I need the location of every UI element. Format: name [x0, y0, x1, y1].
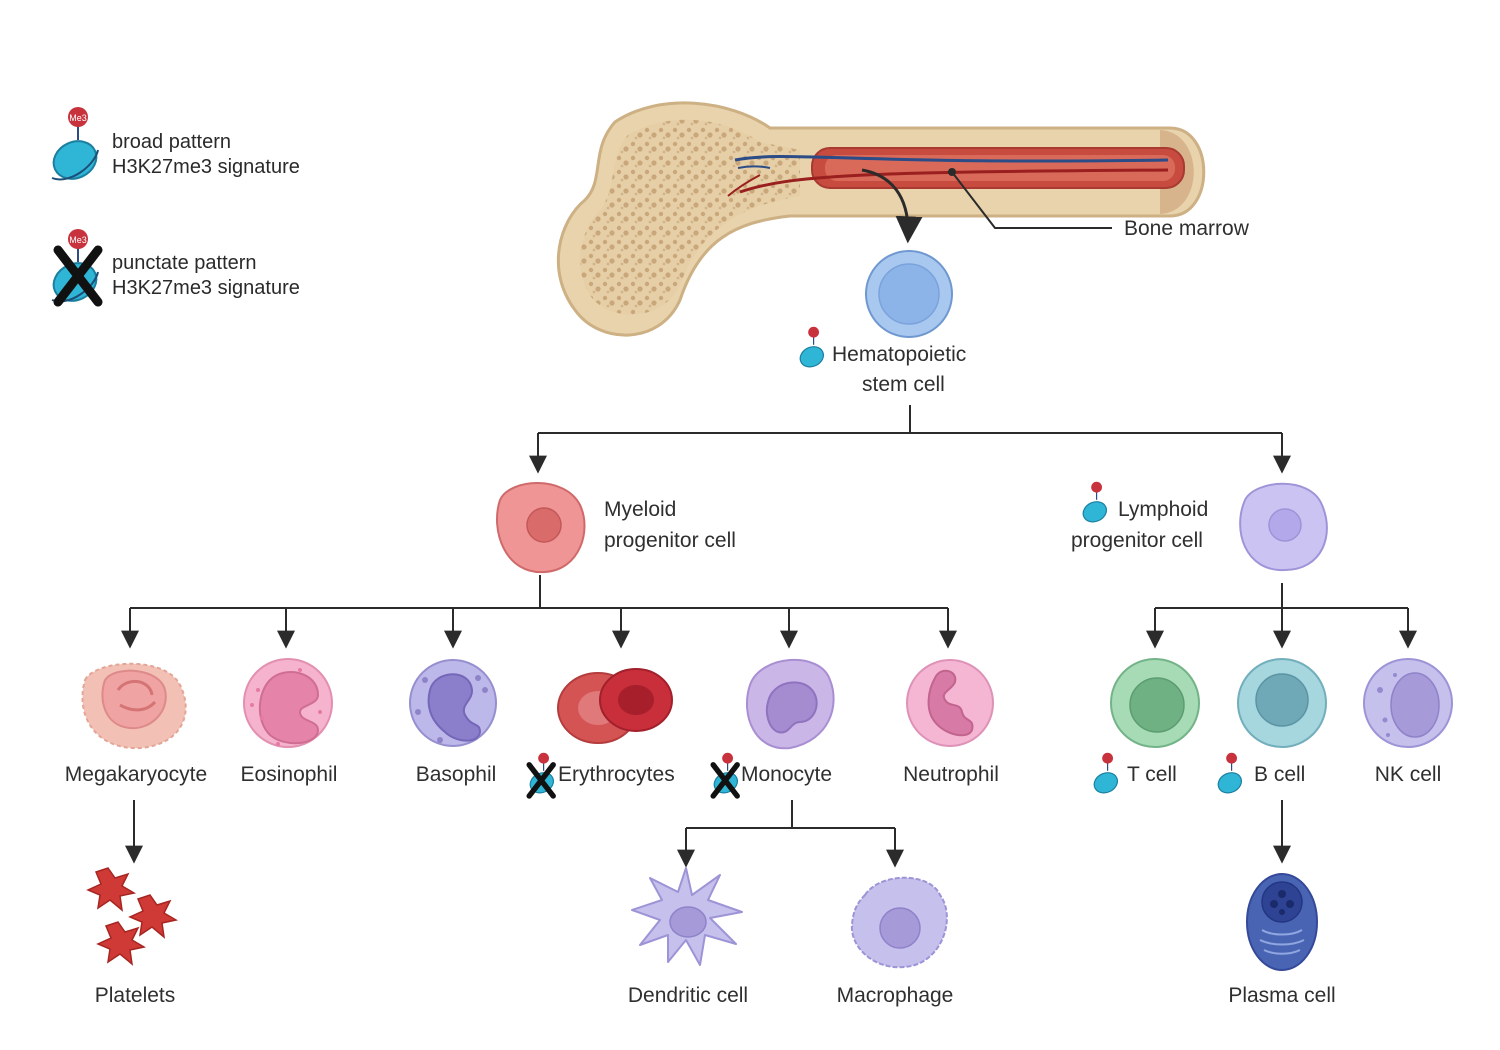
- platelets-label: Platelets: [94, 984, 176, 1007]
- stem-cell-label-line2: stem cell: [862, 373, 945, 396]
- macrophage-label: Macrophage: [836, 984, 954, 1007]
- t-cell: [1110, 658, 1200, 748]
- b-cell-label: B cell: [1254, 763, 1306, 786]
- legend-broad-nucleosome-icon: Me3: [51, 107, 99, 181]
- lymphoid-label-line1: Lymphoid: [1118, 498, 1209, 521]
- plasma-cell-label: Plasma cell: [1228, 984, 1336, 1007]
- lymphoid-progenitor-cell: [1239, 482, 1328, 572]
- stem-cell-nucleosome-icon: [799, 326, 825, 368]
- legend-punctate-text: punctate pattern H3K27me3 signature: [112, 251, 300, 301]
- femur-illustration: [556, 101, 1206, 337]
- macrophage-cell: [850, 876, 948, 969]
- legend-punctate-line2: H3K27me3 signature: [112, 277, 300, 299]
- t-cell-label: T cell: [1127, 763, 1177, 786]
- b-cell: [1237, 658, 1327, 748]
- erythrocytes-cells: [557, 668, 673, 744]
- bone-marrow-label: Bone marrow: [1124, 217, 1249, 240]
- eosinophil-label: Eosinophil: [240, 763, 338, 786]
- legend-broad-line1: broad pattern: [112, 131, 231, 153]
- monocyte-label: Monocyte: [741, 763, 833, 786]
- marrow-to-stem-arrow: [861, 168, 923, 244]
- blood-vessel-blue: [734, 155, 1169, 163]
- erythrocytes-nucleosome-icon: [526, 752, 556, 799]
- lymphoid-label-line2: progenitor cell: [1071, 529, 1203, 552]
- neutrophil-cell: [906, 659, 994, 747]
- monocyte-nucleosome-icon: [710, 752, 740, 799]
- lineage-connectors: [121, 405, 1417, 868]
- monocyte-cell: [745, 659, 835, 750]
- neutrophil-label: Neutrophil: [903, 763, 999, 786]
- myeloid-label-line2: progenitor cell: [604, 529, 736, 552]
- eosinophil-cell: [243, 658, 333, 748]
- myeloid-label-line1: Myeloid: [604, 498, 677, 521]
- legend-badge-text-2: Me3: [69, 235, 87, 245]
- hematopoietic-stem-cell: [865, 250, 953, 338]
- legend-broad-line2: H3K27me3 signature: [112, 156, 300, 178]
- legend-punctate-nucleosome-icon: Me3: [51, 229, 103, 307]
- nk-cell: [1363, 658, 1453, 748]
- lymphoid-nucleosome-icon: [1082, 481, 1108, 523]
- bone-marrow-leader: [951, 171, 1112, 229]
- legend-punctate-line1: punctate pattern: [112, 252, 257, 274]
- t-cell-nucleosome-icon: [1093, 752, 1119, 794]
- dendritic-cell-label: Dendritic cell: [627, 984, 749, 1007]
- legend-broad-text: broad pattern H3K27me3 signature: [112, 130, 300, 180]
- megakaryocyte-label: Megakaryocyte: [64, 763, 208, 786]
- b-cell-nucleosome-icon: [1217, 752, 1243, 794]
- myeloid-progenitor-cell: [496, 482, 586, 574]
- nk-cell-label: NK cell: [1374, 763, 1442, 786]
- legend-badge-text-1: Me3: [69, 113, 87, 123]
- erythrocytes-label: Erythrocytes: [558, 763, 675, 786]
- plasma-cell: [1246, 873, 1318, 971]
- blood-vessel-red: [739, 168, 1169, 194]
- megakaryocyte-cell: [81, 662, 187, 750]
- stem-cell-label-line1: Hematopoietic: [832, 343, 967, 366]
- dendritic-cell: [631, 867, 743, 966]
- spongy-bone: [580, 119, 800, 315]
- platelets-cells: [86, 867, 179, 966]
- basophil-label: Basophil: [415, 763, 497, 786]
- basophil-cell: [409, 659, 497, 747]
